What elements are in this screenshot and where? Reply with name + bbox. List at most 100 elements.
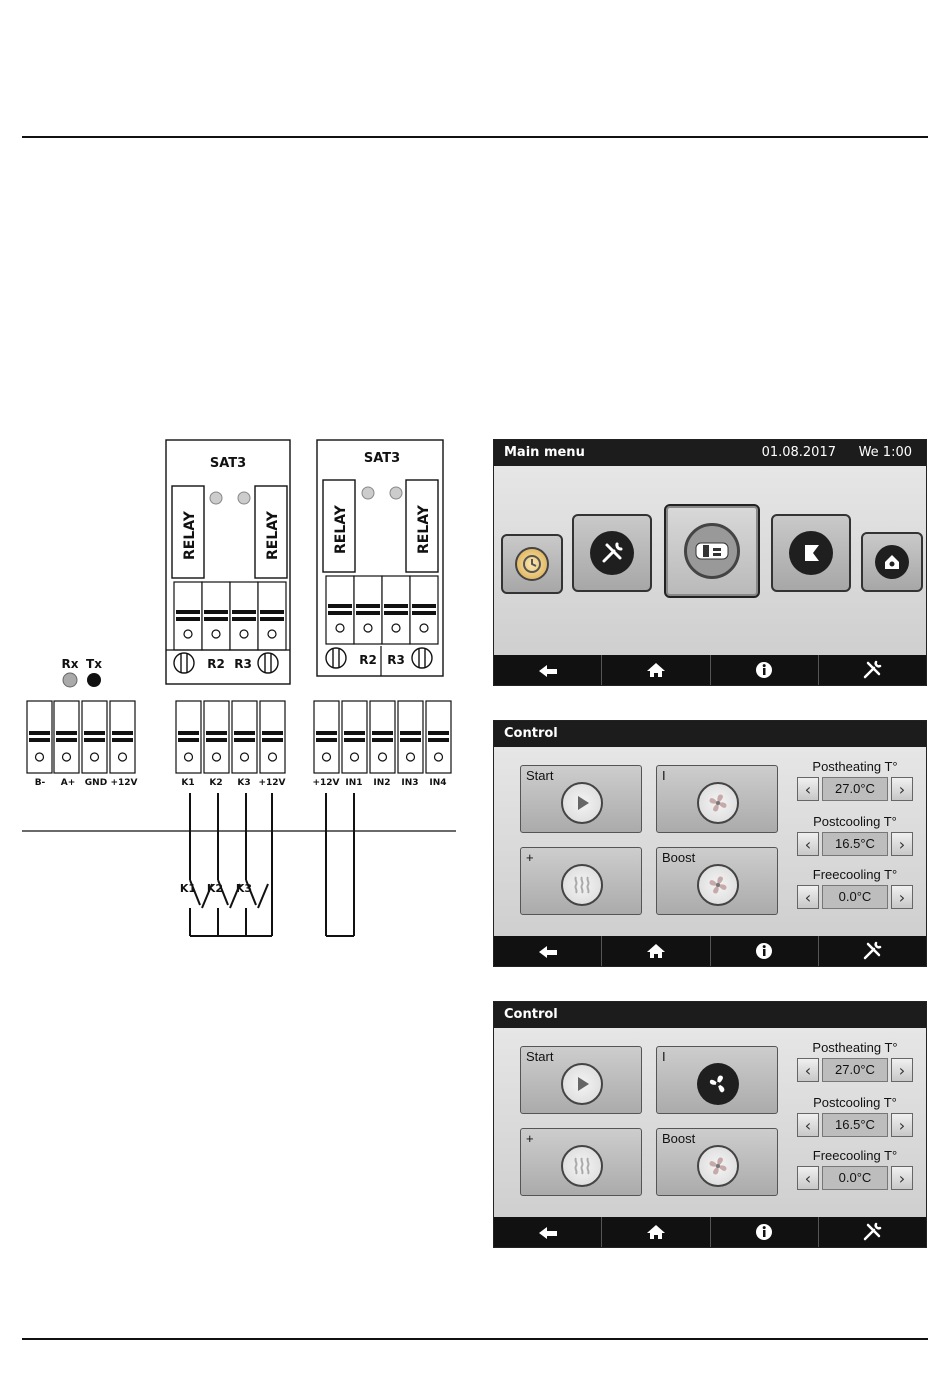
- postheating-setting: Postheating T° ‹27.0°C›: [797, 1040, 913, 1083]
- back-button[interactable]: [494, 655, 603, 685]
- setting-label: Postcooling T°: [813, 814, 897, 829]
- increase-button[interactable]: ›: [891, 832, 913, 856]
- back-button[interactable]: [494, 1217, 603, 1247]
- rx-label: Rx: [62, 657, 79, 671]
- menu-body: [494, 466, 926, 655]
- speed-1-button[interactable]: I: [656, 765, 778, 833]
- fan-icon: [697, 1145, 739, 1187]
- button-label: Start: [526, 768, 554, 783]
- back-button[interactable]: [494, 936, 603, 966]
- decrease-button[interactable]: ‹: [797, 1058, 819, 1082]
- terminal-label: IN2: [373, 778, 390, 788]
- control-body: Start I + Boost Postheating T° ‹27.0°C› …: [494, 747, 926, 936]
- home-away-tile[interactable]: [861, 532, 923, 592]
- settings-icon: [864, 941, 882, 960]
- heater-icon: [561, 864, 603, 906]
- decrease-button[interactable]: ‹: [797, 777, 819, 801]
- module-label: SAT3: [210, 456, 246, 471]
- control-screen-1: Control Start I + Boost Postheating T° ‹…: [493, 720, 927, 967]
- rx-led: [62, 672, 78, 688]
- home-icon: [646, 944, 665, 958]
- decrease-button[interactable]: ‹: [797, 1113, 819, 1137]
- setting-value: 27.0°C: [822, 1058, 888, 1082]
- terminal-label: K2: [209, 778, 222, 788]
- relay-label: RELAY: [333, 504, 349, 554]
- info-button[interactable]: [711, 936, 819, 966]
- bottom-rule: [22, 1338, 928, 1340]
- boost-button[interactable]: Boost: [656, 1128, 778, 1196]
- terminal-label: B-: [35, 778, 46, 788]
- r3-label: R3: [234, 657, 252, 671]
- settings-button[interactable]: [819, 936, 926, 966]
- terminal-label: +12V: [312, 778, 339, 788]
- info-icon: [756, 662, 773, 678]
- terminal-label: K1: [181, 778, 194, 788]
- setting-value: 0.0°C: [822, 1166, 888, 1190]
- info-button[interactable]: [711, 1217, 819, 1247]
- nav-bar: [494, 655, 926, 685]
- increase-button[interactable]: ›: [891, 885, 913, 909]
- postheating-button[interactable]: +: [520, 1128, 642, 1196]
- status-led: [389, 486, 403, 500]
- switch-label: K3: [236, 882, 252, 895]
- house-icon: [875, 545, 909, 579]
- increase-button[interactable]: ›: [891, 1113, 913, 1137]
- terminal-label: K3: [237, 778, 250, 788]
- setting-value: 27.0°C: [822, 777, 888, 801]
- button-label: +: [526, 850, 534, 865]
- relay-terminal-block: K1 K2 K3 +12V: [175, 700, 286, 788]
- tools-icon: [590, 531, 634, 575]
- back-arrow-icon: [538, 946, 557, 958]
- title-bar: Main menu 01.08.2017 We 1:00: [494, 440, 926, 466]
- switch-label: K2: [207, 882, 223, 895]
- increase-button[interactable]: ›: [891, 1058, 913, 1082]
- speed-1-button[interactable]: I: [656, 1046, 778, 1114]
- settings-button[interactable]: [819, 1217, 926, 1247]
- nav-bar: [494, 936, 926, 966]
- decrease-button[interactable]: ‹: [797, 832, 819, 856]
- info-button[interactable]: [711, 655, 819, 685]
- setting-label: Freecooling T°: [812, 867, 898, 882]
- home-button[interactable]: [602, 655, 711, 685]
- increase-button[interactable]: ›: [891, 1166, 913, 1190]
- mode-tile[interactable]: [771, 514, 851, 592]
- terminal-label: IN1: [345, 778, 362, 788]
- input-terminal-block: +12V IN1 IN2 IN3 IN4: [312, 700, 452, 788]
- button-label: I: [662, 768, 666, 783]
- unit-tile[interactable]: [664, 504, 760, 598]
- fan-icon: [697, 782, 739, 824]
- wiring-diagram: SAT3 RELAY RELAY R2 R3 SAT3 RELAY RELAY …: [22, 439, 456, 937]
- setting-label: Postheating T°: [812, 1040, 898, 1055]
- terminal-label: IN4: [429, 778, 446, 788]
- fan-icon: [697, 1063, 739, 1105]
- info-icon: [756, 1224, 773, 1240]
- settings-button[interactable]: [819, 655, 926, 685]
- decrease-button[interactable]: ‹: [797, 1166, 819, 1190]
- screen-title: Control: [504, 1007, 558, 1022]
- title-bar: Control: [494, 1002, 926, 1028]
- back-arrow-icon: [538, 665, 557, 677]
- button-label: Boost: [662, 1131, 696, 1146]
- service-tile[interactable]: [572, 514, 652, 592]
- decrease-button[interactable]: ‹: [797, 885, 819, 909]
- nav-bar: [494, 1217, 926, 1247]
- r3-label: R3: [387, 653, 405, 667]
- clock-tile[interactable]: [501, 534, 563, 594]
- terminal-label: IN3: [401, 778, 418, 788]
- setting-label: Freecooling T°: [812, 1148, 898, 1163]
- status-led: [361, 486, 375, 500]
- time-display: We 1:00: [858, 445, 912, 460]
- freecooling-setting: Freecooling T° ‹0.0°C›: [797, 1148, 913, 1191]
- start-button[interactable]: Start: [520, 1046, 642, 1114]
- clock-icon: [515, 547, 549, 581]
- increase-button[interactable]: ›: [891, 777, 913, 801]
- relay-label: RELAY: [182, 510, 198, 560]
- home-icon: [646, 1225, 665, 1239]
- postheating-button[interactable]: +: [520, 847, 642, 915]
- boost-button[interactable]: Boost: [656, 847, 778, 915]
- tx-label: Tx: [86, 657, 102, 671]
- home-button[interactable]: [602, 1217, 711, 1247]
- relay-label: RELAY: [265, 510, 281, 560]
- start-button[interactable]: Start: [520, 765, 642, 833]
- home-button[interactable]: [602, 936, 711, 966]
